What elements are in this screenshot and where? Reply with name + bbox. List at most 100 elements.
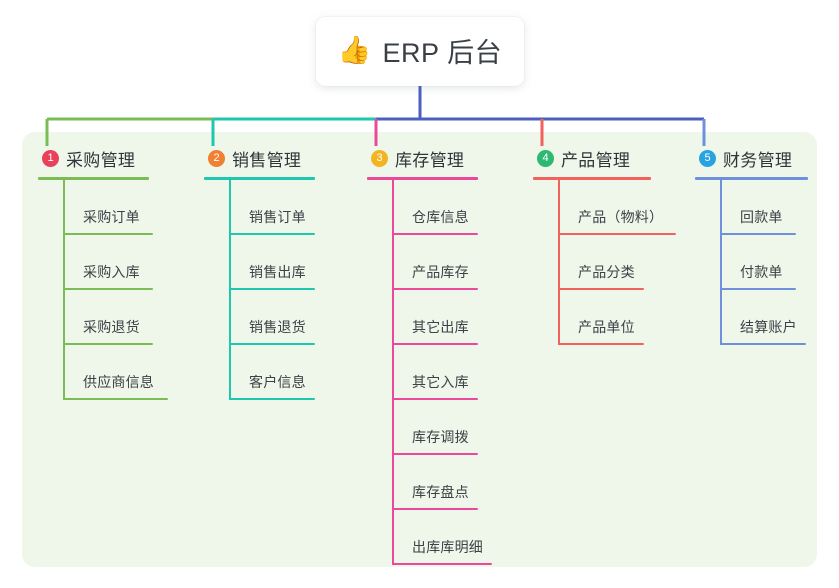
list-item[interactable]: 供应商信息 — [63, 345, 186, 400]
list-item-rule — [63, 398, 168, 400]
list-item-rule — [392, 453, 478, 455]
list-item-label: 库存调拨 — [412, 429, 469, 445]
list-item-label: 销售出库 — [249, 264, 306, 280]
column-spine — [229, 180, 231, 400]
column-header-4[interactable]: 4 产品管理 — [533, 146, 681, 170]
list-item[interactable]: 采购入库 — [63, 235, 186, 290]
list-item-label: 客户信息 — [249, 374, 306, 390]
list-item-rule — [392, 398, 478, 400]
list-item[interactable]: 库存盘点 — [392, 455, 515, 510]
list-item[interactable]: 结算账户 — [720, 290, 839, 345]
column-items: 回款单付款单结算账户 — [720, 180, 839, 345]
list-item[interactable]: 回款单 — [720, 180, 839, 235]
column-title: 财务管理 — [723, 150, 793, 170]
list-item-rule — [558, 288, 644, 290]
column-spine — [392, 180, 394, 565]
thumbs-up-icon: 👍 — [337, 35, 372, 65]
column-header-rule — [204, 177, 315, 180]
list-item[interactable]: 库存调拨 — [392, 400, 515, 455]
root-node-title: ERP 后台 — [382, 38, 503, 68]
column-items: 产品（物料） 产品分类产品单位 — [558, 180, 681, 345]
list-item-label: 采购入库 — [83, 264, 140, 280]
column-采购管理: 1 采购管理采购订单采购入库采购退货供应商信息 — [38, 146, 186, 400]
list-item-label: 产品库存 — [412, 264, 469, 280]
column-number-badge: 5 — [699, 149, 716, 167]
list-item[interactable]: 采购退货 — [63, 290, 186, 345]
column-财务管理: 5 财务管理回款单付款单结算账户 — [695, 146, 839, 345]
column-header-rule — [533, 177, 651, 180]
list-item-label: 供应商信息 — [83, 374, 154, 390]
list-item-label: 产品（物料） — [578, 209, 664, 225]
list-item[interactable]: 销售出库 — [229, 235, 352, 290]
list-item-rule — [720, 343, 806, 345]
list-item-rule — [720, 288, 796, 290]
list-item-rule — [392, 288, 478, 290]
column-spine — [63, 180, 65, 400]
list-item[interactable]: 产品（物料） — [558, 180, 681, 235]
column-items: 仓库信息产品库存其它出库其它入库库存调拨库存盘点出库库明细 — [392, 180, 515, 565]
list-item-rule — [63, 343, 153, 345]
list-item-label: 回款单 — [740, 209, 783, 225]
column-number-badge: 2 — [208, 149, 225, 167]
list-item[interactable]: 出库库明细 — [392, 510, 515, 565]
diagram-panel-background — [22, 132, 817, 567]
column-spine — [720, 180, 722, 345]
column-title: 采购管理 — [66, 150, 136, 170]
column-title: 销售管理 — [232, 150, 302, 170]
list-item-label: 销售订单 — [249, 209, 306, 225]
list-item-label: 产品分类 — [578, 264, 635, 280]
list-item-rule — [63, 233, 153, 235]
column-header-rule — [367, 177, 478, 180]
column-header-1[interactable]: 1 采购管理 — [38, 146, 186, 170]
list-item-label: 其它入库 — [412, 374, 469, 390]
list-item-rule — [558, 343, 644, 345]
list-item-label: 结算账户 — [740, 319, 797, 335]
list-item[interactable]: 付款单 — [720, 235, 839, 290]
list-item[interactable]: 销售订单 — [229, 180, 352, 235]
list-item[interactable]: 销售退货 — [229, 290, 352, 345]
list-item[interactable]: 其它入库 — [392, 345, 515, 400]
list-item-label: 采购退货 — [83, 319, 140, 335]
column-number-badge: 3 — [371, 149, 388, 167]
column-items: 销售订单销售出库销售退货客户信息 — [229, 180, 352, 400]
list-item[interactable]: 客户信息 — [229, 345, 352, 400]
list-item-label: 付款单 — [740, 264, 783, 280]
list-item[interactable]: 产品分类 — [558, 235, 681, 290]
list-item-rule — [229, 233, 315, 235]
list-item-rule — [558, 233, 676, 235]
list-item-label: 出库库明细 — [412, 539, 483, 555]
root-node-card[interactable]: 👍 ERP 后台 — [316, 17, 524, 86]
column-header-5[interactable]: 5 财务管理 — [695, 146, 839, 170]
column-header-rule — [38, 177, 149, 180]
column-header-2[interactable]: 2 销售管理 — [204, 146, 352, 170]
list-item-rule — [63, 288, 153, 290]
list-item-label: 其它出库 — [412, 319, 469, 335]
list-item[interactable]: 仓库信息 — [392, 180, 515, 235]
list-item-rule — [229, 343, 315, 345]
list-item-label: 库存盘点 — [412, 484, 469, 500]
column-title: 产品管理 — [561, 150, 631, 170]
column-spine — [558, 180, 560, 345]
root-node-content: 👍 ERP 后台 — [338, 31, 502, 70]
list-item-rule — [392, 563, 492, 565]
list-item-label: 产品单位 — [578, 319, 635, 335]
list-item[interactable]: 采购订单 — [63, 180, 186, 235]
list-item[interactable]: 产品库存 — [392, 235, 515, 290]
list-item[interactable]: 产品单位 — [558, 290, 681, 345]
list-item-rule — [229, 398, 315, 400]
list-item-rule — [392, 343, 478, 345]
list-item-rule — [229, 288, 315, 290]
column-items: 采购订单采购入库采购退货供应商信息 — [63, 180, 186, 400]
column-销售管理: 2 销售管理销售订单销售出库销售退货客户信息 — [204, 146, 352, 400]
column-number-badge: 4 — [537, 149, 554, 167]
column-number-badge: 1 — [42, 149, 59, 167]
list-item-rule — [392, 508, 478, 510]
list-item-label: 销售退货 — [249, 319, 306, 335]
list-item-label: 采购订单 — [83, 209, 140, 225]
list-item-rule — [720, 233, 796, 235]
list-item[interactable]: 其它出库 — [392, 290, 515, 345]
list-item-rule — [392, 233, 478, 235]
